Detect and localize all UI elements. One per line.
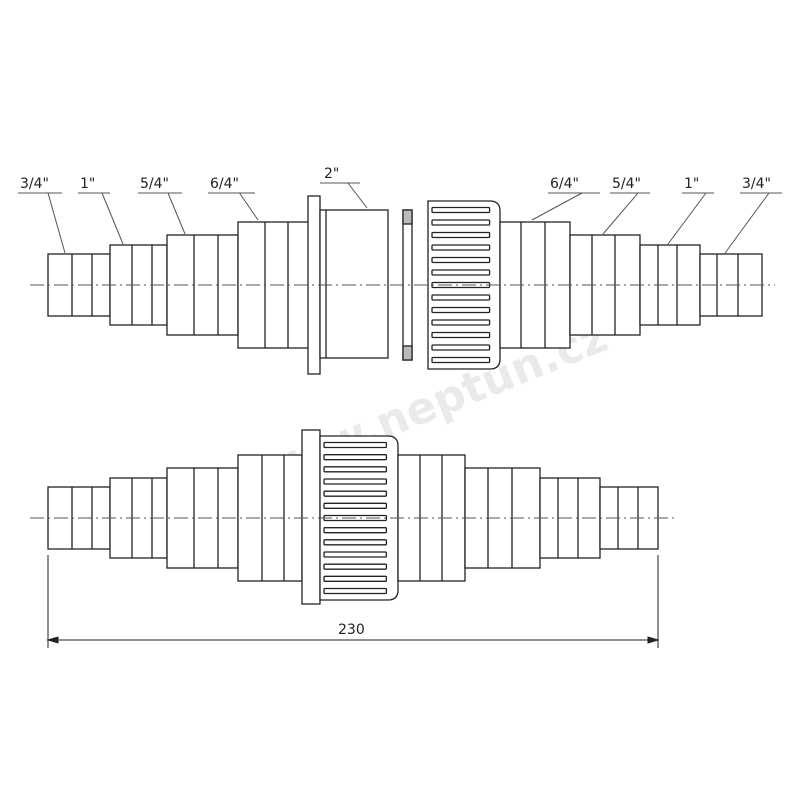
label-left-3-leader	[239, 192, 259, 221]
label-left-1-leader	[101, 192, 124, 245]
bottom-union-nut-rib	[323, 527, 388, 534]
top-barb-5-4-right	[569, 234, 641, 336]
bottom-union-nut-rib	[323, 502, 388, 509]
label-2in-leader	[347, 182, 368, 209]
top-union-nut-rib	[431, 344, 491, 351]
top-union-nut-rib	[431, 269, 491, 276]
label-left-3: 6/4"	[210, 176, 239, 192]
top-union-nut-rib	[431, 356, 491, 364]
label-left-0-leader	[47, 192, 66, 254]
bottom-union-nut-rib	[323, 454, 388, 461]
label-2in: 2"	[324, 166, 339, 182]
bottom-flange	[301, 429, 321, 605]
top-thread-2in	[319, 209, 389, 359]
bottom-union-nut-rib	[323, 539, 388, 546]
bottom-union-nut-rib	[323, 563, 388, 570]
label-right-2-leader	[667, 192, 707, 245]
label-left-1: 1"	[80, 176, 95, 192]
label-right-3-leader	[724, 192, 770, 254]
top-union-nut-rib	[431, 306, 491, 314]
top-union-nut-rib	[431, 256, 491, 264]
label-right-3: 3/4"	[742, 176, 771, 192]
top-union-nut-rib	[431, 206, 491, 214]
top-union-nut-rib	[431, 219, 491, 226]
dimension-arrows	[46, 636, 660, 644]
bottom-union-nut-rib	[323, 466, 388, 473]
bottom-barb-5-4-right-body	[464, 467, 541, 569]
label-right-0: 6/4"	[550, 176, 579, 192]
top-union-nut-rib	[431, 331, 491, 339]
top-union-nut-rib	[431, 231, 491, 239]
top-union-nut-rib	[431, 244, 491, 251]
label-right-1-leader	[602, 192, 639, 235]
label-right-1: 5/4"	[612, 176, 641, 192]
bottom-union-nut-rib	[323, 551, 388, 558]
label-left-2: 5/4"	[140, 176, 169, 192]
bottom-union-nut-rib	[323, 490, 388, 497]
label-left-2-leader	[167, 192, 186, 235]
gasket	[402, 209, 413, 361]
gasket-section-top	[402, 209, 413, 225]
label-right-0-leader	[531, 192, 583, 221]
top-union-nut-rib	[431, 294, 491, 301]
label-right-2: 1"	[684, 176, 699, 192]
dimension-value: 230	[338, 622, 365, 638]
bottom-union-nut-rib	[323, 575, 388, 582]
bottom-barb-5-4-right	[464, 467, 541, 569]
bottom-union-nut-rib	[323, 441, 388, 449]
bottom-union-nut	[319, 435, 399, 601]
bottom-union-nut-rib	[323, 478, 388, 485]
bottom-union-nut-rib	[323, 587, 388, 595]
top-union-nut-rib	[431, 319, 491, 326]
dimension-230	[46, 555, 660, 648]
label-left-0: 3/4"	[20, 176, 49, 192]
top-barb-5-4-right-body	[569, 234, 641, 336]
gasket-section-bottom	[402, 345, 413, 361]
